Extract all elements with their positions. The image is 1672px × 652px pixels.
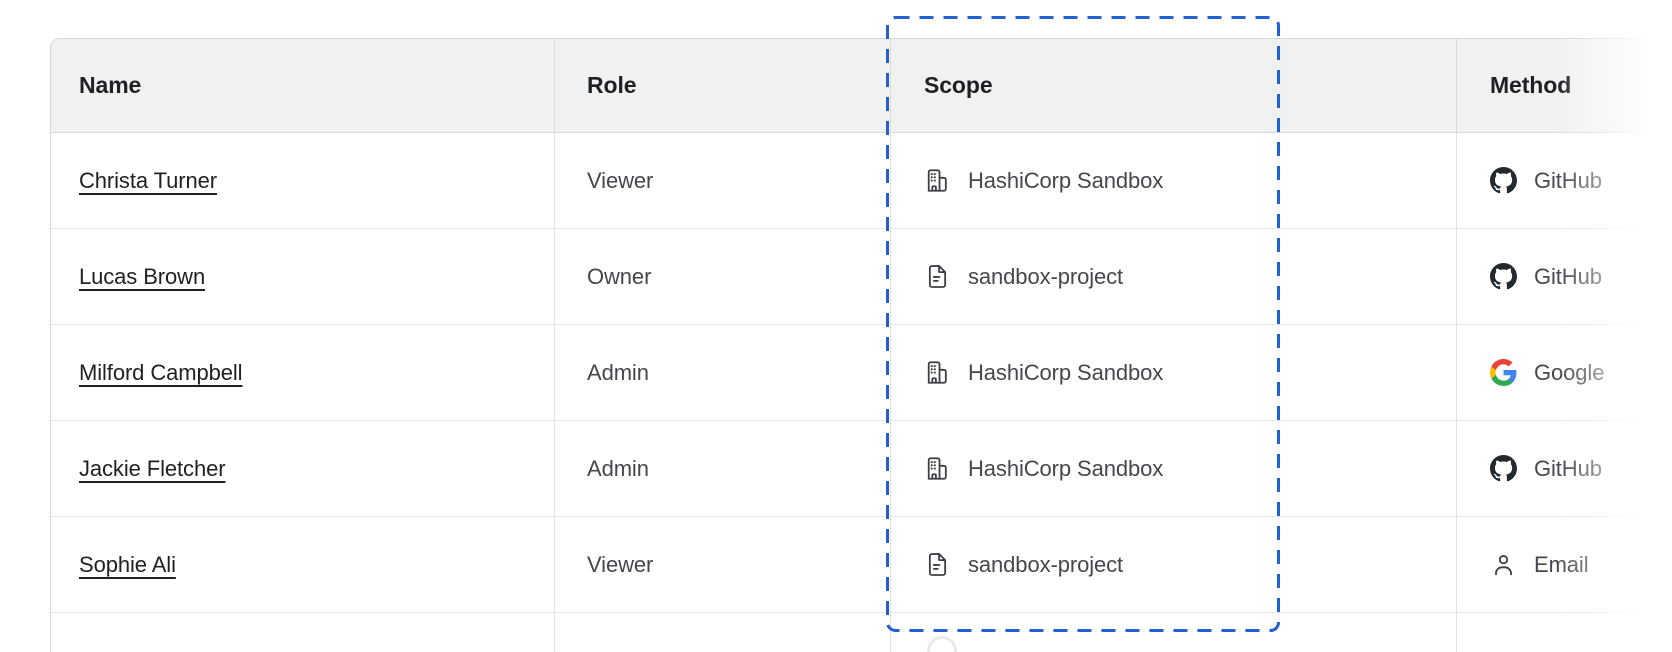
member-role-label: Viewer	[587, 551, 654, 577]
org-icon	[924, 455, 951, 482]
role-cell: Viewer	[554, 133, 890, 228]
github-icon	[1490, 167, 1517, 194]
name-cell: Milford Campbell	[51, 325, 554, 420]
member-scope-label: HashiCorp Sandbox	[968, 167, 1164, 193]
role-cell: Admin	[554, 421, 890, 516]
member-method-label: GitHub	[1534, 167, 1602, 193]
members-table: Name Role Scope Method Christa Turner Vi…	[50, 38, 1672, 652]
partial-scope-cell	[890, 613, 1456, 652]
member-scope-label: HashiCorp Sandbox	[968, 455, 1164, 481]
partial-name-cell	[51, 613, 554, 652]
org-icon	[924, 359, 951, 386]
user-icon	[1490, 551, 1517, 578]
member-method-label: GitHub	[1534, 263, 1602, 289]
name-cell: Lucas Brown	[51, 229, 554, 324]
google-icon	[1490, 359, 1517, 386]
file-icon	[924, 263, 951, 290]
table-header-row: Name Role Scope Method	[51, 39, 1672, 133]
member-scope-label: sandbox-project	[968, 263, 1124, 289]
role-cell: Viewer	[554, 517, 890, 612]
method-cell: GitHub	[1456, 421, 1672, 516]
table-body: Christa Turner Viewer HashiCorp Sandbox …	[51, 133, 1672, 613]
scope-cell: HashiCorp Sandbox	[890, 133, 1456, 228]
name-cell: Christa Turner	[51, 133, 554, 228]
table-row: Christa Turner Viewer HashiCorp Sandbox …	[51, 133, 1672, 229]
role-cell: Owner	[554, 229, 890, 324]
member-role-label: Admin	[587, 359, 649, 385]
scope-cell: sandbox-project	[890, 517, 1456, 612]
partial-role-cell	[554, 613, 890, 652]
partial-scope-icon	[927, 636, 957, 652]
member-name-link[interactable]: Lucas Brown	[79, 263, 206, 289]
method-cell: GitHub	[1456, 133, 1672, 228]
org-icon	[924, 167, 951, 194]
name-cell: Sophie Ali	[51, 517, 554, 612]
table-row-partial	[51, 613, 1672, 652]
member-role-label: Admin	[587, 455, 649, 481]
table-row: Lucas Brown Owner sandbox-project GitHub	[51, 229, 1672, 325]
scope-cell: HashiCorp Sandbox	[890, 325, 1456, 420]
partial-method-cell	[1456, 613, 1672, 652]
member-method-label: Google	[1534, 359, 1605, 385]
member-scope-label: sandbox-project	[968, 551, 1124, 577]
table-row: Milford Campbell Admin HashiCorp Sandbox…	[51, 325, 1672, 421]
member-name-link[interactable]: Jackie Fletcher	[79, 455, 226, 481]
name-cell: Jackie Fletcher	[51, 421, 554, 516]
member-method-label: Email	[1534, 551, 1589, 577]
column-header-scope: Scope	[890, 39, 1456, 132]
method-cell: Google	[1456, 325, 1672, 420]
github-icon	[1490, 263, 1517, 290]
method-cell: Email	[1456, 517, 1672, 612]
github-icon	[1490, 455, 1517, 482]
scope-cell: sandbox-project	[890, 229, 1456, 324]
role-cell: Admin	[554, 325, 890, 420]
member-name-link[interactable]: Sophie Ali	[79, 551, 176, 577]
table-row: Sophie Ali Viewer sandbox-project Email	[51, 517, 1672, 613]
member-method-label: GitHub	[1534, 455, 1602, 481]
member-role-label: Owner	[587, 263, 652, 289]
member-role-label: Viewer	[587, 167, 654, 193]
file-icon	[924, 551, 951, 578]
column-header-name: Name	[79, 72, 142, 98]
member-name-link[interactable]: Christa Turner	[79, 167, 217, 193]
method-cell: GitHub	[1456, 229, 1672, 324]
column-header-method: Method	[1456, 39, 1672, 132]
table-row: Jackie Fletcher Admin HashiCorp Sandbox …	[51, 421, 1672, 517]
member-name-link[interactable]: Milford Campbell	[79, 359, 243, 385]
member-scope-label: HashiCorp Sandbox	[968, 359, 1164, 385]
column-header-role: Role	[554, 39, 890, 132]
scope-cell: HashiCorp Sandbox	[890, 421, 1456, 516]
